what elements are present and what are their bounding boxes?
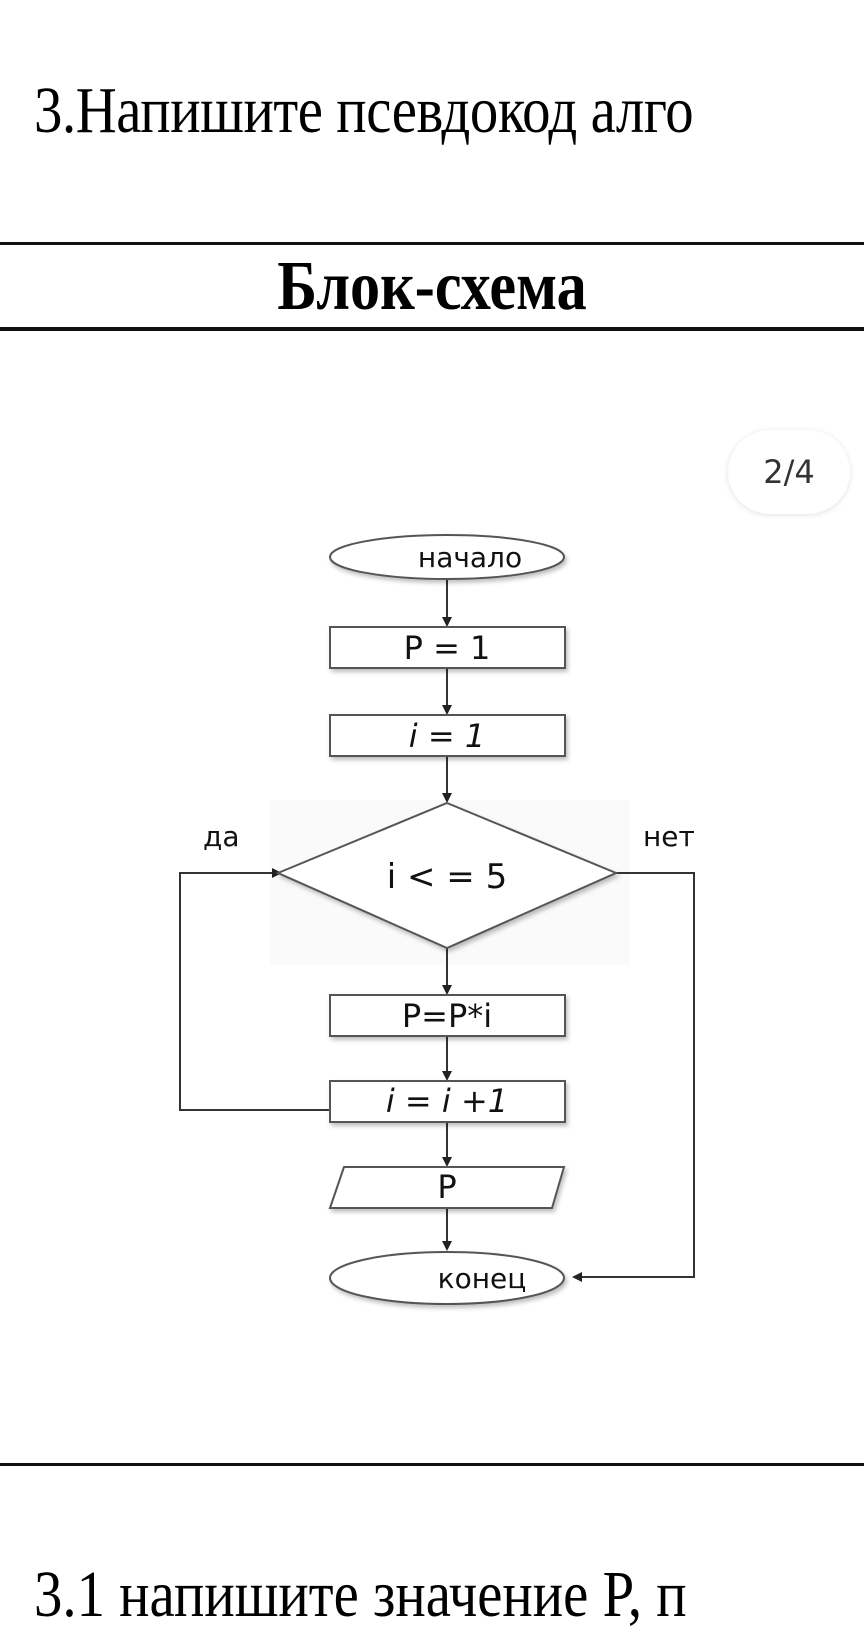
connector-loop-back [179, 868, 330, 1111]
table-header-border [0, 327, 864, 331]
table-top-border [0, 242, 864, 245]
table-bottom-border [0, 1463, 864, 1466]
end-label: конец [438, 1262, 527, 1295]
increment-process [329, 1080, 566, 1123]
connector-exit [572, 872, 695, 1282]
page-indicator-badge[interactable]: 2/4 [728, 430, 850, 514]
init-i-process [329, 714, 566, 757]
question-title: 3.Напишите псевдокод алго [34, 74, 694, 147]
increment-label: i = i +1 [386, 1082, 508, 1120]
flowchart-diagram: начало P = 1 i = 1 i < = 5 да нет P=P*i … [179, 534, 695, 1305]
yes-branch-label: да [203, 820, 240, 853]
end-terminal [329, 1251, 565, 1305]
output-label: P [437, 1168, 456, 1206]
start-label: начало [418, 541, 522, 574]
init-p-label: P = 1 [404, 629, 491, 667]
condition-label: i < = 5 [387, 857, 507, 897]
init-p-process [329, 626, 566, 669]
subquestion-text: 3.1 напишите значение P, п [34, 1558, 687, 1631]
table-header-flowchart: Блок-схема [277, 248, 587, 325]
condition-decision [275, 801, 619, 950]
page-indicator-text: 2/4 [763, 453, 815, 491]
no-branch-label: нет [643, 820, 695, 853]
multiply-label: P=P*i [402, 997, 492, 1035]
start-terminal [329, 534, 565, 580]
multiply-process [329, 994, 566, 1037]
output-io [328, 1166, 566, 1209]
init-i-label: i = 1 [409, 717, 485, 755]
